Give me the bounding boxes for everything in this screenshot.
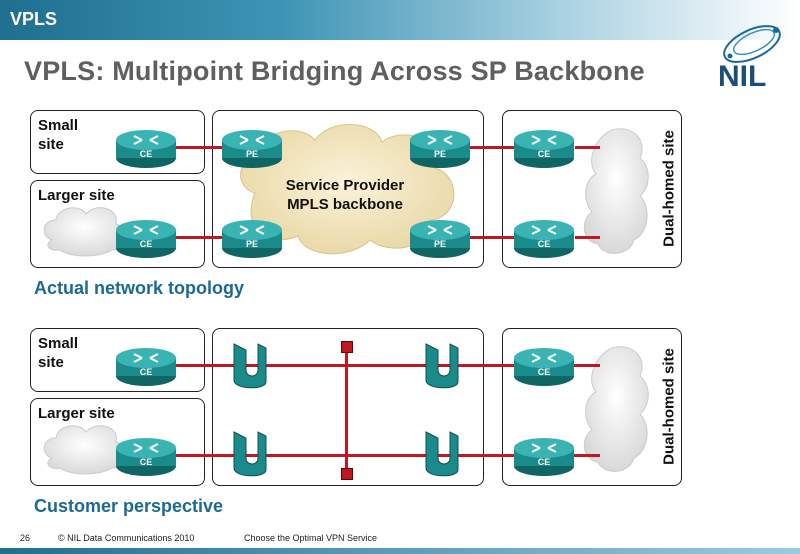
dual-homed-cloud-bottom	[583, 346, 649, 472]
dual-homed-cloud-top	[583, 128, 649, 254]
router-ce-bottom-dual-lower: CE	[514, 438, 574, 476]
svg-text:CE: CE	[140, 149, 153, 159]
svg-text:PE: PE	[246, 239, 258, 249]
link-top-large-ce-pe	[170, 236, 230, 239]
router-ce-bottom-dual-upper: CE	[514, 348, 574, 386]
svg-text:PE: PE	[246, 149, 258, 159]
link-top-pe-ce-upper	[466, 146, 518, 149]
svg-text:CE: CE	[538, 239, 551, 249]
bottom-dual-homed-label: Dual-homed site	[660, 348, 678, 465]
svg-text:PE: PE	[434, 149, 446, 159]
port-left-upper	[233, 343, 267, 389]
bottom-bridge-box	[212, 328, 484, 486]
bridge-node-bottom	[341, 468, 353, 480]
bridge-line-upper	[170, 364, 600, 367]
top-larger-site-label: Larger site	[38, 187, 115, 204]
router-pe-top-right-lower: PE	[410, 220, 470, 258]
footer-course: Choose the Optimal VPN Service	[244, 533, 378, 543]
router-ce-bottom-large: CE	[116, 438, 176, 476]
logo-text: NIL	[718, 60, 766, 93]
bridge-node-top	[341, 341, 353, 353]
svg-text:CE: CE	[538, 457, 551, 467]
footer-bar	[0, 548, 800, 554]
top-dual-homed-label: Dual-homed site	[660, 130, 678, 247]
router-pe-top-right-upper: PE	[410, 130, 470, 168]
router-ce-top-dual-lower: CE	[514, 220, 574, 258]
customer-perspective-label: Customer perspective	[34, 496, 224, 516]
sp-label-line2: MPLS backbone	[287, 196, 403, 213]
section-label: VPLS	[10, 9, 58, 29]
actual-topology-label: Actual network topology	[34, 278, 245, 298]
port-right-upper	[425, 343, 459, 389]
svg-text:CE: CE	[538, 149, 551, 159]
bottom-small-site-label: Small site	[38, 335, 79, 371]
svg-text:CE: CE	[140, 239, 153, 249]
top-small-site-label: Small site	[38, 117, 79, 153]
port-right-lower	[425, 431, 459, 477]
svg-text:PE: PE	[434, 239, 446, 249]
mpls-cloud	[240, 124, 455, 255]
link-top-ce-dual-upper	[575, 146, 600, 149]
footer-copyright: © NIL Data Communications 2010	[58, 533, 195, 543]
svg-text:CE: CE	[140, 367, 153, 377]
footer-page-number: 26	[20, 533, 31, 543]
larger-site-cloud-top	[43, 207, 126, 257]
router-ce-top-large: CE	[116, 220, 176, 258]
router-pe-top-left-lower: PE	[222, 220, 282, 258]
link-top-ce-dual-lower	[575, 236, 600, 239]
router-ce-top-small: CE	[116, 130, 176, 168]
larger-site-cloud-bottom	[43, 425, 126, 475]
port-left-lower	[233, 431, 267, 477]
slide-title: VPLS: Multipoint Bridging Across SP Back…	[24, 56, 645, 86]
router-pe-top-left-upper: PE	[222, 130, 282, 168]
svg-text:CE: CE	[538, 367, 551, 377]
svg-text:CE: CE	[140, 457, 153, 467]
nil-logo: NIL	[718, 25, 781, 93]
router-ce-bottom-small: CE	[116, 348, 176, 386]
bottom-larger-site-label: Larger site	[38, 405, 115, 422]
bridge-backbone-vertical	[345, 346, 348, 474]
link-top-pe-ce-lower	[466, 236, 518, 239]
link-top-small-ce-pe	[170, 146, 230, 149]
router-ce-top-dual-upper: CE	[514, 130, 574, 168]
bridge-line-lower	[170, 454, 600, 457]
sp-label-line1: Service Provider	[285, 177, 405, 194]
header-bar: VPLS	[0, 0, 800, 40]
